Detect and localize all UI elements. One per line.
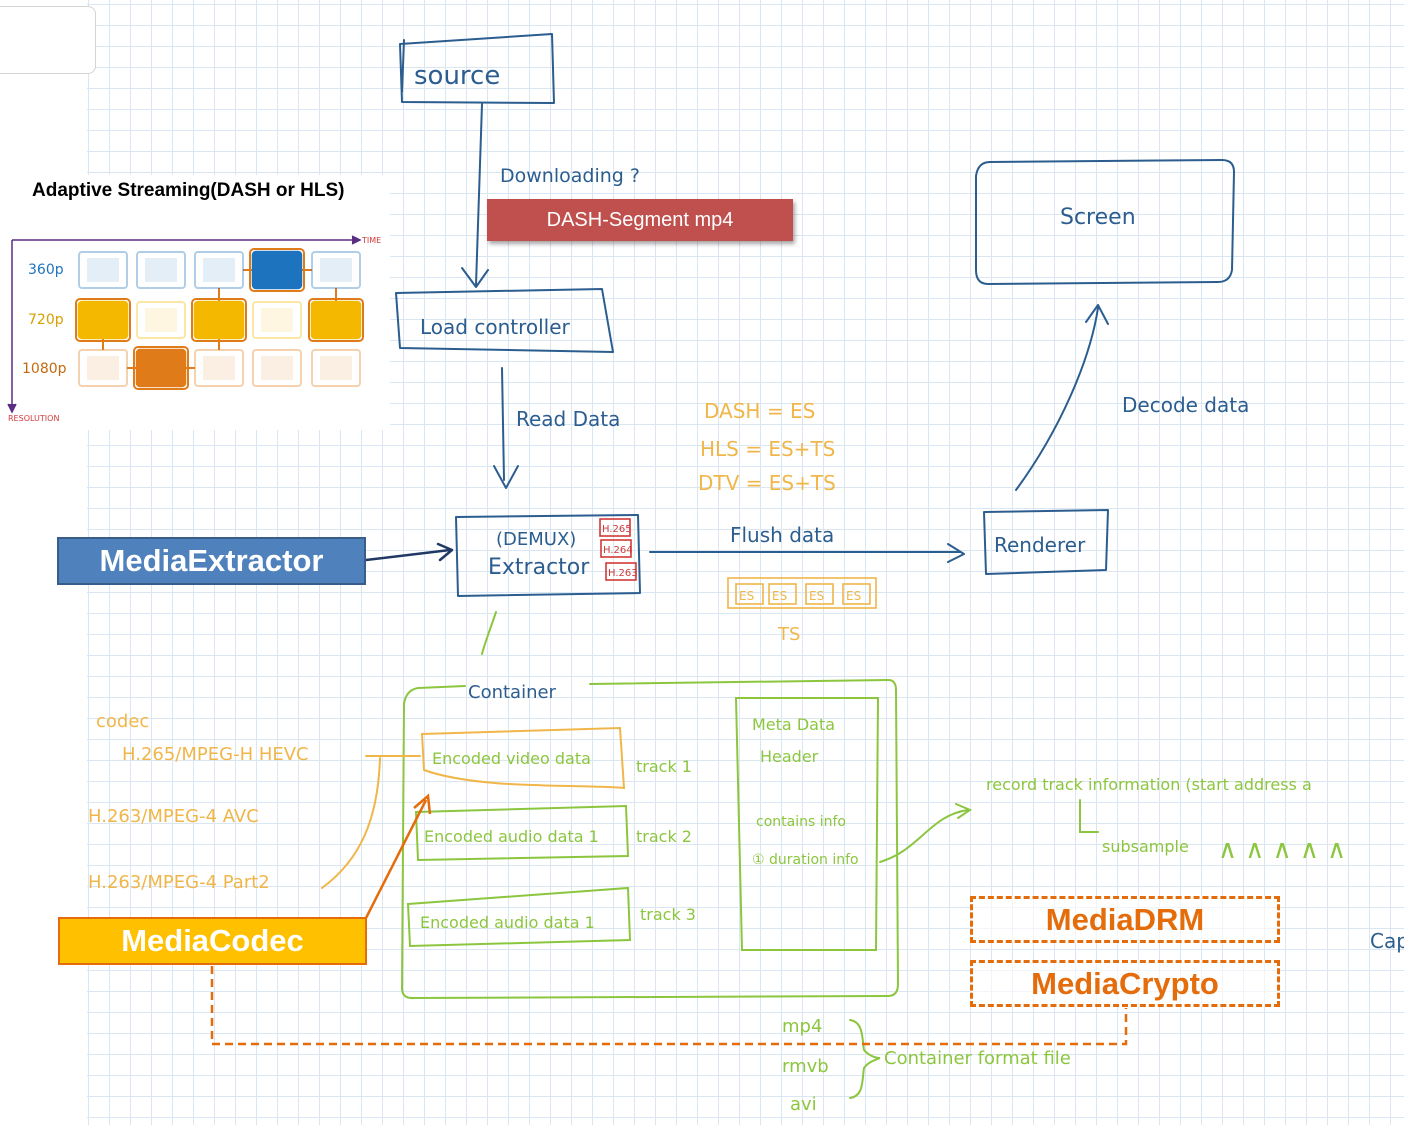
es-1: ES: [739, 589, 754, 603]
dash-segment-banner: DASH-Segment mp4: [487, 199, 793, 241]
note-dash: DASH = ES: [704, 399, 815, 423]
codec-tags: [599, 518, 637, 581]
track-3-data: Encoded audio data 1: [420, 913, 595, 932]
arrow-flush: [649, 543, 965, 563]
subsample-marks: ∧ ∧ ∧ ∧ ∧: [1218, 835, 1346, 865]
audio-track-1: [414, 804, 630, 862]
label-load-controller: Load controller: [420, 315, 571, 339]
arrow-mediaextractor: [364, 542, 454, 562]
format-mp4: mp4: [782, 1016, 822, 1037]
tag-h264: H.264: [603, 545, 633, 556]
media-crypto-box: MediaCrypto: [970, 960, 1280, 1007]
codec-avc: H.263/MPEG-4 AVC: [88, 806, 259, 827]
media-extractor-box: MediaExtractor: [57, 537, 366, 585]
es-packets: [727, 577, 877, 609]
es-4: ES: [846, 589, 861, 603]
label-extractor: Extractor: [488, 555, 590, 580]
codec-connector: [321, 757, 381, 889]
record-arrow: [879, 803, 973, 863]
track-3-label: track 3: [640, 905, 696, 924]
meta-header: Header: [760, 747, 819, 766]
label-ts: TS: [777, 624, 800, 645]
codec-hevc: H.265/MPEG-H HEVC: [122, 744, 309, 765]
tag-h263: H.263: [608, 568, 638, 579]
codec-part2: H.263/MPEG-4 Part2: [88, 872, 270, 893]
media-codec-box: MediaCodec: [58, 917, 367, 965]
format-avi: avi: [790, 1094, 817, 1115]
label-screen: Screen: [1060, 205, 1136, 230]
es-3: ES: [809, 589, 824, 603]
format-brace: [849, 1019, 881, 1099]
label-renderer: Renderer: [994, 533, 1086, 557]
label-read-data: Read Data: [516, 407, 620, 431]
source-box: [399, 33, 555, 104]
container-box: [400, 678, 900, 1000]
load-controller-box: [395, 288, 614, 353]
arrow-decode: [1015, 304, 1109, 491]
page-tab[interactable]: [0, 6, 96, 74]
container-stem: [481, 611, 497, 655]
meta-box: [734, 697, 880, 951]
adaptive-streaming-panel: [0, 175, 390, 430]
label-cap: Cap: [1370, 929, 1404, 953]
screen-box: [975, 159, 1235, 285]
adaptive-title: Adaptive Streaming(DASH or HLS): [32, 180, 345, 201]
video-track: [420, 726, 626, 790]
extractor-box: [455, 514, 641, 597]
tag-h265: H.265: [602, 524, 632, 535]
label-container: Container: [468, 682, 557, 703]
label-codec: codec: [96, 711, 149, 732]
note-dtv: DTV = ES+TS: [698, 471, 836, 495]
track-1-data: Encoded video data: [432, 749, 591, 768]
label-record-track: record track information (start address …: [986, 775, 1312, 794]
label-subsample: subsample: [1102, 837, 1189, 856]
renderer-box: [983, 509, 1109, 575]
track-1-label: track 1: [636, 757, 692, 776]
es-2: ES: [772, 589, 787, 603]
dashed-connector: [210, 966, 1128, 1046]
label-flush-data: Flush data: [730, 523, 834, 547]
label-decode-data: Decode data: [1122, 393, 1249, 417]
note-hls: HLS = ES+TS: [700, 437, 835, 461]
label-source: source: [414, 61, 500, 91]
meta-title: Meta Data: [752, 715, 835, 734]
label-container-format: Container format file: [884, 1048, 1071, 1069]
meta-contains: contains info: [756, 814, 846, 830]
format-rmvb: rmvb: [782, 1056, 829, 1077]
track-2-data: Encoded audio data 1: [424, 827, 599, 846]
arrow-mediacodec: [364, 793, 432, 919]
arrow-load-extractor: [493, 367, 519, 489]
arrow-source-load: [461, 103, 489, 288]
track-2-label: track 2: [636, 827, 692, 846]
meta-duration: ① duration info: [752, 852, 859, 868]
subsample-bracket: [1079, 799, 1099, 833]
audio-track-2: [406, 886, 632, 948]
label-demux: (DEMUX): [496, 529, 576, 550]
label-downloading: Downloading ?: [500, 165, 640, 187]
media-drm-box: MediaDRM: [970, 896, 1280, 943]
